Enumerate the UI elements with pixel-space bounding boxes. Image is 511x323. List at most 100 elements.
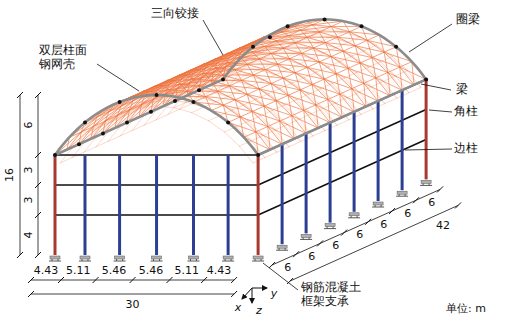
dimension-tick [231, 277, 237, 283]
bearing-symbol [252, 256, 264, 261]
hinge-dot [77, 142, 81, 146]
label-anchor: 5.46 [102, 265, 127, 278]
dimension-tick [35, 212, 41, 218]
dimension-tick [365, 219, 371, 225]
label-anchor: 4 [23, 232, 36, 239]
dimension-tick [287, 278, 293, 284]
bearing-roller [423, 183, 429, 185]
hinge-dot [286, 24, 290, 28]
hinge-dot [197, 88, 201, 92]
label-anchor: 圈梁 [456, 13, 480, 27]
dimension-value: 6 [23, 122, 36, 129]
leader-lines [97, 20, 452, 290]
leader-line [421, 84, 451, 90]
dimension-line [290, 205, 458, 281]
dimension-tick [28, 277, 34, 283]
bearing-symbol [79, 256, 91, 261]
hinge-dot [173, 99, 177, 103]
dimension-value: 5.46 [139, 265, 164, 278]
bearing-roller [303, 237, 309, 239]
dimension-tick [58, 277, 64, 283]
hinge-dot [149, 110, 153, 114]
label-anchor: 边柱 [454, 142, 478, 156]
corner-column [257, 155, 260, 255]
dimension-value: 6 [331, 240, 340, 253]
dimension-tick [17, 252, 23, 258]
bearing-roller [351, 216, 357, 218]
side-column [401, 90, 404, 190]
hinge-dot [394, 45, 398, 49]
bearing-plate [223, 256, 233, 259]
bearing-symbol [420, 180, 432, 185]
dimension-value: 4.43 [34, 265, 59, 278]
label-anchor: y [271, 288, 278, 301]
side-column [227, 155, 230, 255]
bearing-symbol [348, 213, 360, 218]
axis-label: x [235, 302, 242, 315]
bearing-symbol [222, 256, 234, 261]
hinge-dot [268, 35, 272, 39]
dimension-value: 5.46 [102, 265, 127, 278]
label-anchor: 5.46 [139, 265, 164, 278]
bearing-base [252, 261, 264, 262]
bearing-plate [80, 256, 90, 259]
front-frame [55, 155, 258, 255]
label-anchor: 6 [355, 229, 364, 242]
bearing-base [79, 261, 91, 262]
bearing-plate [421, 180, 431, 183]
label-anchor: 钢筋混凝土 框架支承 [301, 281, 367, 309]
bearing-roller [52, 259, 58, 261]
bearing-plate [325, 224, 335, 227]
dimension-tick [28, 291, 34, 297]
shell-web-members [55, 25, 421, 158]
axis-arrow [252, 288, 253, 303]
dimension-tick [35, 92, 41, 98]
bearing-plate [349, 213, 359, 216]
label-anchor: 6 [23, 122, 36, 129]
label-anchor: 3 [23, 167, 36, 174]
dimension-value: 4 [23, 232, 36, 239]
bearing-plate [50, 256, 60, 259]
label-anchor: 16 [4, 168, 17, 182]
label-anchor: 三向铰接 [151, 7, 199, 21]
label-anchor: 双层柱面 钢网壳 [39, 44, 93, 72]
label-anchor: 4.43 [34, 265, 59, 278]
dimension-tick [167, 277, 173, 283]
bearing-plate [397, 191, 407, 194]
label-anchor: 6 [307, 251, 316, 264]
dimension-tick [317, 240, 323, 246]
label-anchor: 30 [126, 299, 140, 312]
dimension-tick [93, 277, 99, 283]
label-anchor: z [256, 305, 262, 318]
dimension-value: 6 [307, 251, 316, 264]
bearing-roller [255, 259, 261, 261]
bearing-symbol [396, 191, 408, 196]
bearing-symbol [324, 224, 336, 229]
dimension-value: 3 [23, 167, 36, 174]
dimension-value: 30 [126, 299, 140, 312]
dimension-value: 3 [23, 197, 36, 204]
side-column [281, 144, 284, 244]
hinge-nodes [53, 17, 428, 157]
label-anchor: 6 [427, 197, 436, 210]
dimension-tick [35, 152, 41, 158]
label-anchor: 3 [23, 197, 36, 204]
bearing-symbol [300, 234, 312, 239]
dimension-tick [269, 262, 275, 268]
bearing-base [188, 261, 200, 262]
dimension-tick [35, 252, 41, 258]
dimension-tick [455, 202, 461, 208]
hinge-dot [118, 100, 122, 104]
dimension-tick [389, 208, 395, 214]
axis-arrow [242, 288, 252, 299]
bearing-base [372, 207, 384, 208]
callout-label: 梁 [456, 83, 468, 97]
dimension-tick [341, 230, 347, 236]
label-anchor: 6 [283, 261, 292, 274]
bearing-symbol [151, 256, 163, 261]
bearing-roller [279, 248, 285, 250]
bearing-base [420, 185, 432, 186]
leader-line [429, 110, 452, 112]
corner-column [425, 79, 428, 179]
